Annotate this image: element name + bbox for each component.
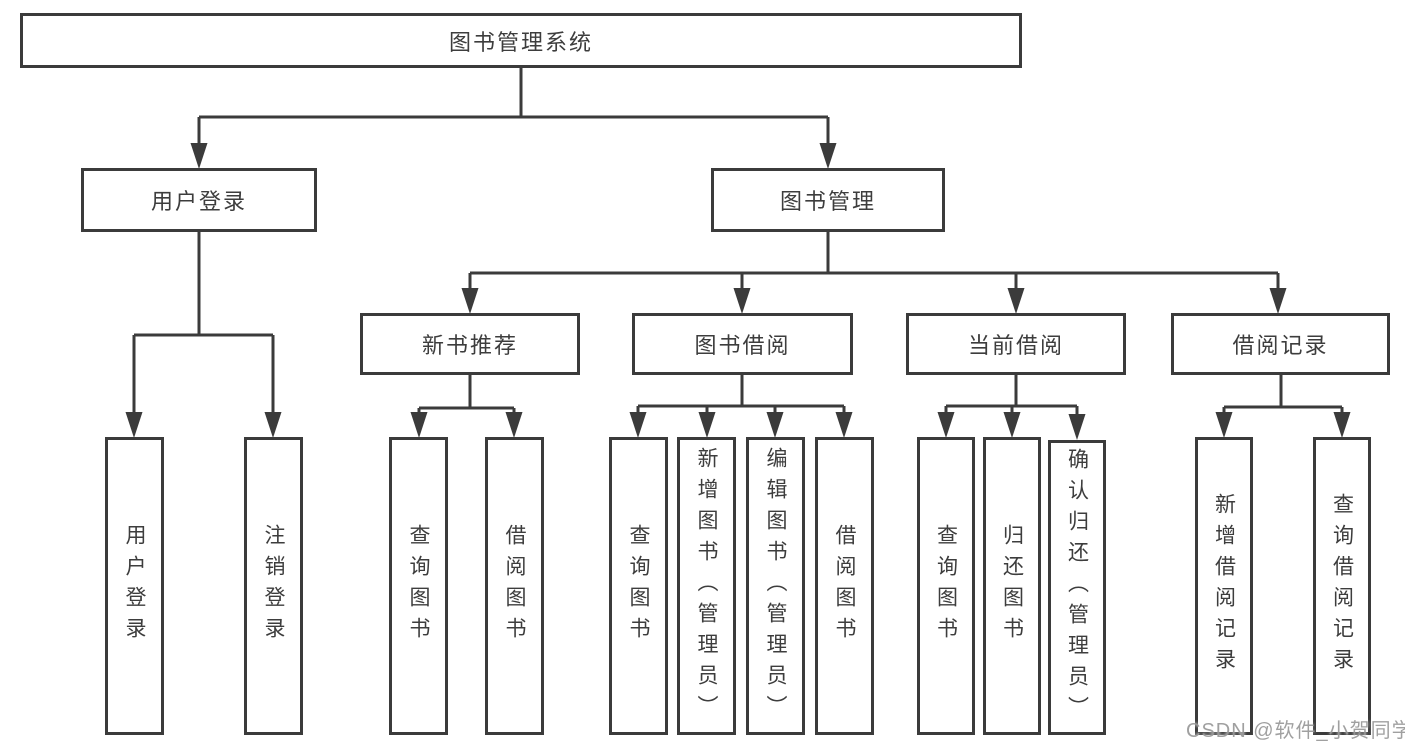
connector-current-to-leaves xyxy=(937,375,1086,440)
connector-root-to-level2 xyxy=(190,68,837,169)
node-current-borrowing: 当前借阅 xyxy=(906,313,1126,375)
connector-book-management-to-level3 xyxy=(461,232,1287,314)
node-borrowing-records: 借阅记录 xyxy=(1171,313,1390,375)
node-book-management: 图书管理 xyxy=(711,168,945,232)
leaf-label: 查询借阅记录 xyxy=(1330,493,1354,679)
leaf-user-login: 用户登录 xyxy=(105,437,164,735)
leaf-borrowing-borrow-books: 借阅图书 xyxy=(815,437,874,735)
node-book-borrowing: 图书借阅 xyxy=(632,313,853,375)
connector-records-to-leaves xyxy=(1215,375,1351,438)
leaf-current-return-books: 归还图书 xyxy=(983,437,1041,735)
leaf-label: 新增图书（管理员） xyxy=(695,446,718,726)
leaf-records-add-record: 新增借阅记录 xyxy=(1195,437,1253,735)
leaf-label: 用户登录 xyxy=(123,524,146,648)
leaf-label: 借阅图书 xyxy=(503,524,526,648)
leaf-records-query-record: 查询借阅记录 xyxy=(1313,437,1371,735)
leaf-label: 借阅图书 xyxy=(833,524,856,648)
leaf-label: 编辑图书（管理员） xyxy=(764,446,787,726)
leaf-borrowing-add-books: 新增图书（管理员） xyxy=(677,437,736,735)
connector-recommend-to-leaves xyxy=(410,375,523,438)
leaf-label: 查询图书 xyxy=(407,524,430,648)
leaf-current-query-books: 查询图书 xyxy=(917,437,975,735)
node-user-login: 用户登录 xyxy=(81,168,317,232)
leaf-recommend-query-books: 查询图书 xyxy=(389,437,448,735)
leaf-label: 查询图书 xyxy=(627,524,650,648)
leaf-label: 确认归还（管理员） xyxy=(1065,448,1089,727)
leaf-logout: 注销登录 xyxy=(244,437,303,735)
leaf-borrowing-edit-books: 编辑图书（管理员） xyxy=(746,437,805,735)
leaf-label: 查询图书 xyxy=(934,524,958,648)
node-new-book-recommend: 新书推荐 xyxy=(360,313,580,375)
leaf-current-confirm-return: 确认归还（管理员） xyxy=(1048,440,1106,735)
leaf-label: 归还图书 xyxy=(1000,524,1024,648)
leaf-label: 新增借阅记录 xyxy=(1212,493,1236,679)
connector-borrowing-to-leaves xyxy=(629,375,853,438)
leaf-label: 注销登录 xyxy=(262,524,285,648)
connector-user-login-to-leaves xyxy=(125,232,282,438)
leaf-recommend-borrow-books: 借阅图书 xyxy=(485,437,544,735)
leaf-borrowing-query-books: 查询图书 xyxy=(609,437,668,735)
node-library-management-system: 图书管理系统 xyxy=(20,13,1022,68)
